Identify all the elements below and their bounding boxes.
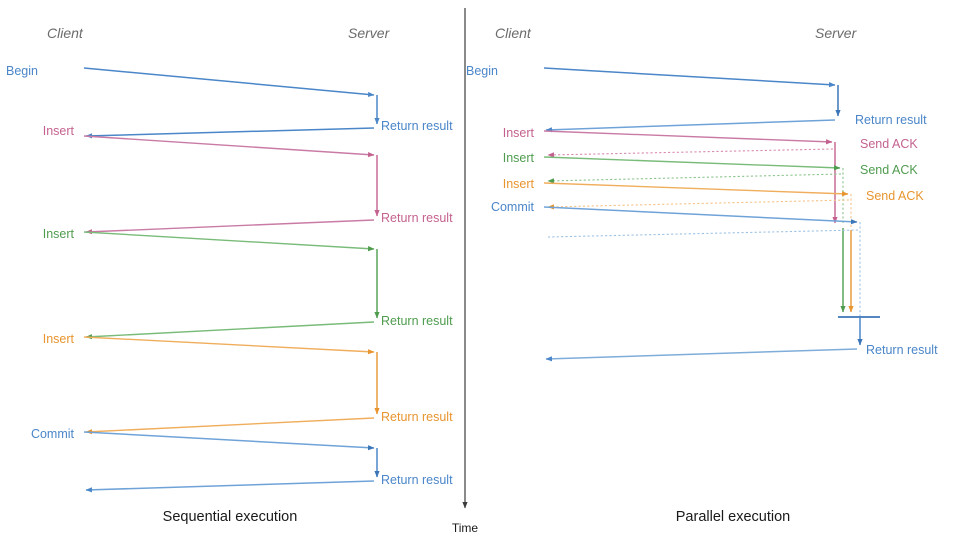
right-message-insert-2: [543, 156, 846, 313]
right-client-label-2: Insert: [503, 151, 535, 165]
right-client-label-0: Begin: [466, 64, 498, 78]
left-client-label-1: Insert: [43, 124, 75, 138]
right-panel-caption: Parallel execution: [676, 509, 790, 525]
left-client-label-4: Commit: [31, 427, 75, 441]
right-server-label-4: Return result: [866, 343, 938, 357]
right-client-label-1: Insert: [503, 126, 535, 140]
left-message-insert-2: [83, 231, 380, 340]
right-server-label-3: Send ACK: [866, 189, 924, 203]
right-client-role-label: Client: [495, 25, 532, 41]
right-sync-bar: [545, 316, 880, 362]
right-server-label-1: Send ACK: [860, 137, 918, 151]
left-server-label-1: Return result: [381, 211, 453, 225]
right-panel-parallel: Client Server: [466, 25, 938, 525]
left-message-begin: [83, 67, 380, 139]
left-server-label-2: Return result: [381, 314, 453, 328]
left-server-label-4: Return result: [381, 473, 453, 487]
left-client-role-label: Client: [47, 25, 84, 41]
right-message-commit: [543, 206, 861, 318]
left-client-label-0: Begin: [6, 64, 38, 78]
right-message-insert-1: [543, 130, 838, 224]
left-server-role-label: Server: [348, 25, 391, 41]
left-panel-sequential: Client Server: [6, 25, 453, 525]
left-client-label-2: Insert: [43, 227, 75, 241]
right-server-label-0: Return result: [855, 113, 927, 127]
right-message-begin: [543, 67, 841, 133]
right-message-insert-3: [543, 182, 854, 313]
left-client-label-3: Insert: [43, 332, 75, 346]
left-message-insert-1: [83, 135, 380, 235]
left-panel-caption: Sequential execution: [163, 509, 298, 525]
left-server-label-3: Return result: [381, 410, 453, 424]
left-message-insert-3: [83, 336, 380, 435]
right-client-label-3: Insert: [503, 177, 535, 191]
left-message-commit: [83, 431, 380, 493]
right-client-label-4: Commit: [491, 200, 535, 214]
right-server-role-label: Server: [815, 25, 858, 41]
time-axis: Time: [452, 8, 479, 535]
right-server-label-2: Send ACK: [860, 163, 918, 177]
time-axis-label: Time: [452, 521, 479, 535]
left-server-label-0: Return result: [381, 119, 453, 133]
